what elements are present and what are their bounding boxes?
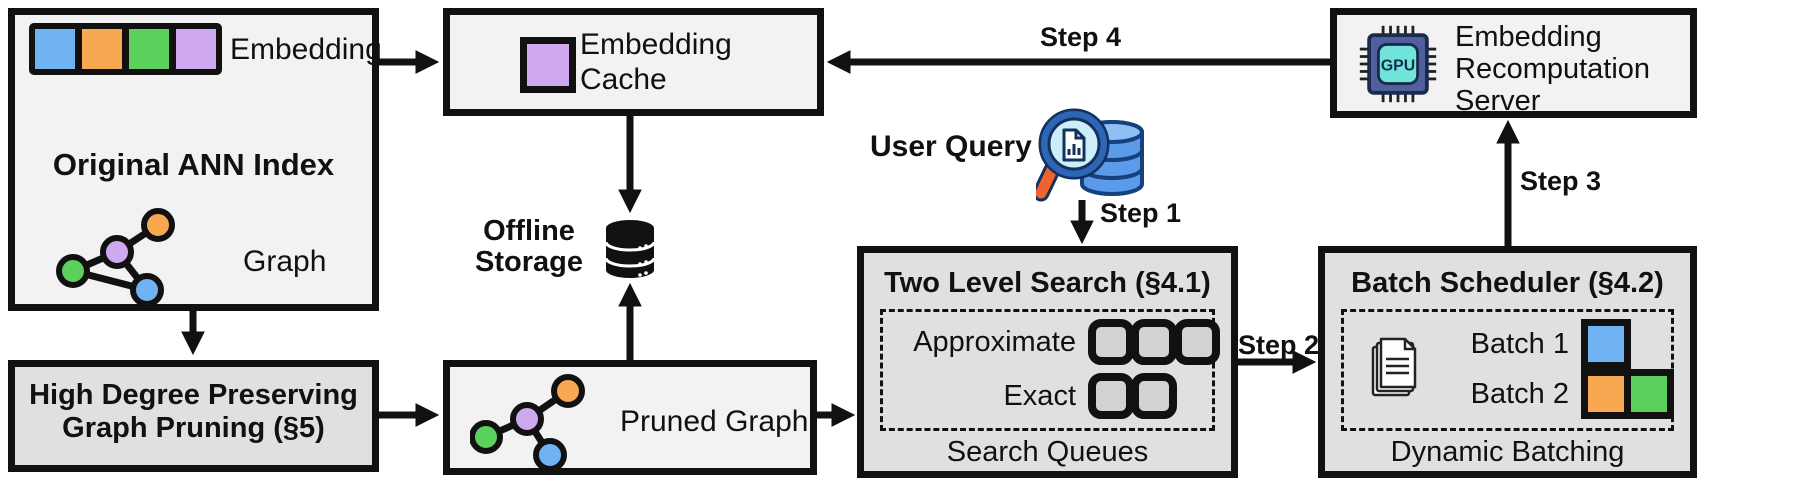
offline-storage-line1: Offline [483,215,575,247]
approximate-row: Approximate [888,319,1220,365]
documents-icon [1371,337,1417,397]
graph-pruning-box: High Degree Preserving Graph Pruning (§5… [8,360,379,472]
approximate-queue-squares [1088,319,1220,365]
step-4-label: Step 4 [1040,22,1122,52]
graph-icon [56,208,175,305]
square [1174,319,1220,365]
exact-queue-squares [1088,373,1177,419]
square [1624,369,1674,419]
approximate-label: Approximate [913,325,1076,358]
exact-row: Exact [888,373,1177,419]
batch-scheduler-title: Batch Scheduler (§4.2) [1351,267,1664,299]
gpu-chip-label: GPU [1381,58,1415,75]
square [129,29,169,69]
step-2-label: Step 2 [1238,330,1320,360]
graph-pruning-title-line1: High Degree Preserving [29,379,358,411]
square [1131,373,1177,419]
search-queues-panel [880,309,1215,431]
two-level-search-title: Two Level Search (§4.1) [884,267,1211,299]
batch-scheduler-box: Batch Scheduler (§4.2) Batch 1 Batch 2 D… [1318,246,1697,478]
embedding-square-icon [520,37,576,93]
batch1-squares [1581,319,1631,369]
database-icon [604,220,656,278]
graph-pruning-title-line2: Graph Pruning (§5) [62,412,325,444]
pruned-graph-label: Pruned Graph [620,405,809,438]
gpu-icon: GPU [1359,25,1437,103]
dynamic-batching-label: Dynamic Batching [1390,436,1625,468]
ann-index-title: Original ANN Index [52,147,335,182]
batch2-row: Batch 2 [1449,369,1674,419]
query-search-icon [1036,108,1144,202]
embedding-cache-box: Embedding Cache [443,8,824,116]
server-label-line3: Server [1455,85,1541,117]
two-level-search-box: Two Level Search (§4.1) Approximate Exac… [857,246,1238,478]
square [35,29,75,69]
search-queues-label: Search Queues [946,436,1149,468]
square [1581,319,1631,369]
pruned-graph-icon [470,374,585,469]
original-ann-index-box: Embedding Original ANN Index Graph [8,8,382,311]
square [1088,319,1134,365]
cache-label-line2: Cache [580,63,667,96]
server-label-line2: Recomputation [1455,53,1651,85]
batch1-label: Batch 1 [1470,327,1569,360]
square [1131,319,1177,365]
batch2-squares [1581,369,1674,419]
embedding-label: Embedding [230,33,382,66]
square [82,29,122,69]
graph-label: Graph [243,245,327,278]
square [1088,373,1134,419]
exact-label: Exact [1003,379,1076,412]
embedding-strip-icon [29,23,222,75]
batch2-label: Batch 2 [1470,377,1569,410]
step-1-label: Step 1 [1100,198,1182,228]
offline-storage-line2: Storage [475,246,583,278]
server-label-line1: Embedding [1455,21,1602,53]
offline-storage-label: Offline Storage [449,216,609,278]
recomputation-server-box: GPU Embedding Recomputation Server [1330,8,1697,118]
pruned-graph-box: Pruned Graph [443,360,817,475]
square [176,29,216,69]
batch1-row: Batch 1 [1449,319,1631,369]
user-query-label: User Query [870,130,1032,163]
step-3-label: Step 3 [1520,166,1602,196]
cache-label-line1: Embedding [580,28,732,61]
